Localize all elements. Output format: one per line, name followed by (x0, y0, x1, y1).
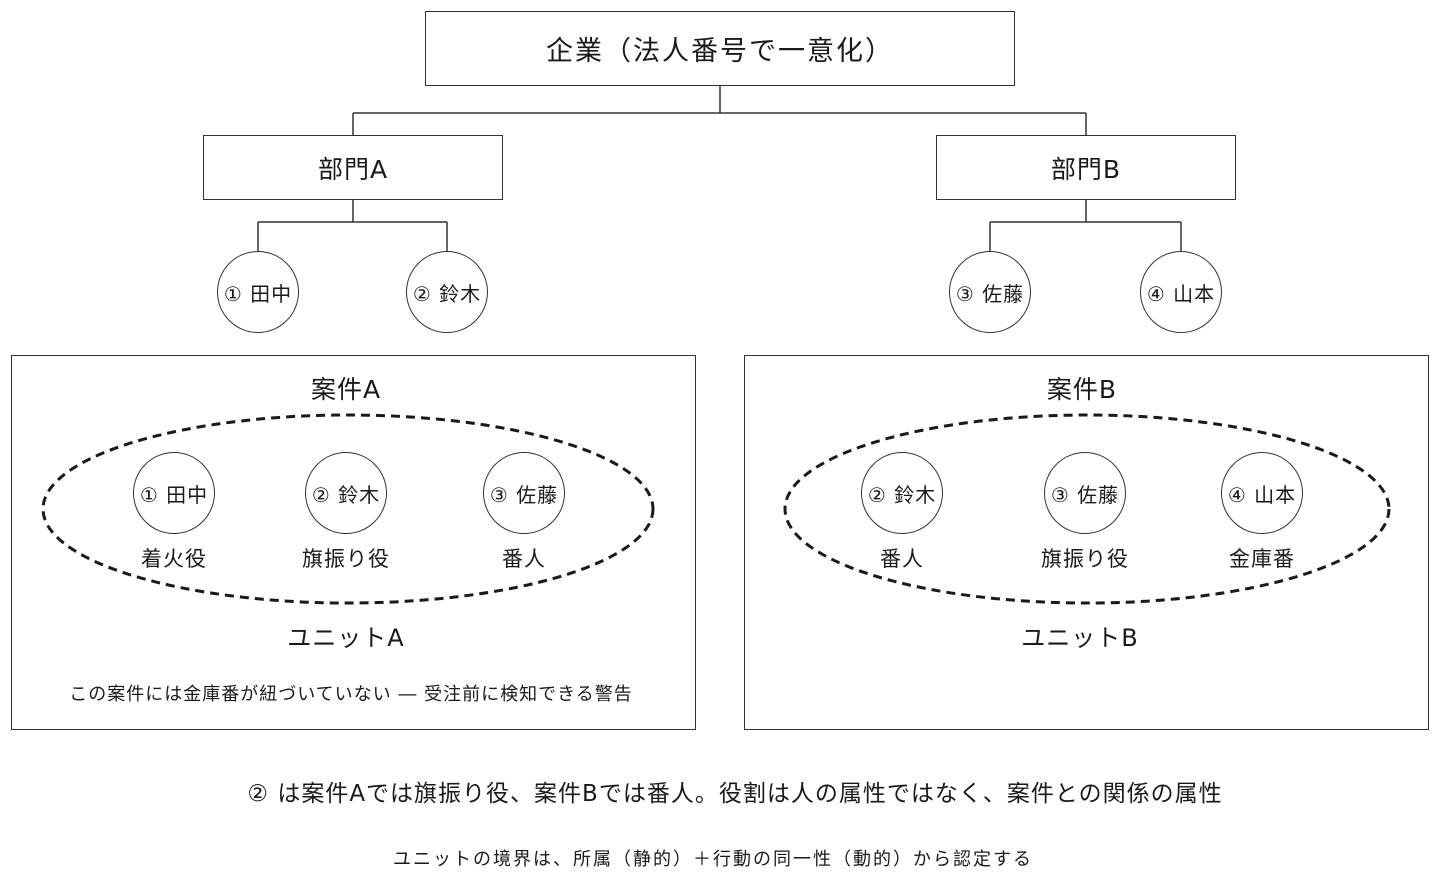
case-b-member-yamamoto: ④ 山本 (1221, 452, 1303, 534)
member-label: ① 田中 (223, 281, 293, 306)
department-a-label: 部門A (317, 154, 389, 184)
member-label: ③ 佐藤 (489, 482, 559, 507)
member-label: ① 田中 (139, 482, 209, 507)
case-b-role-suzuki: 番人 (880, 547, 924, 571)
dept-b-member-yamamoto: ④ 山本 (1140, 251, 1222, 333)
unit-a-label: ユニットA (287, 624, 405, 652)
dept-a-member-suzuki: ② 鈴木 (406, 251, 488, 333)
unit-boundary-note: ユニットの境界は、所属（静的）＋行動の同一性（動的）から認定する (393, 849, 1033, 870)
case-b-title: 案件B (1046, 375, 1118, 404)
unit-a-boundary (41, 413, 655, 605)
case-a-title: 案件A (310, 375, 382, 404)
case-a-role-sato: 番人 (502, 547, 546, 571)
org-connectors (257, 86, 1182, 251)
department-b-box: 部門B (936, 135, 1236, 200)
department-a-box: 部門A (203, 135, 503, 200)
case-a-member-suzuki: ② 鈴木 (305, 452, 387, 534)
member-label: ③ 佐藤 (955, 281, 1025, 306)
member-label: ② 鈴木 (867, 482, 937, 507)
unit-b-boundary (783, 413, 1391, 605)
role-relationship-note: ② は案件Aでは旗振り役、案件Bでは番人。役割は人の属性ではなく、案件との関係の… (247, 781, 1223, 807)
company-root-box: 企業（法人番号で一意化） (425, 11, 1015, 86)
dept-a-member-tanaka: ① 田中 (217, 251, 299, 333)
member-label: ② 鈴木 (311, 482, 381, 507)
case-a-role-tanaka: 着火役 (141, 547, 207, 571)
company-root-label: 企業（法人番号で一意化） (546, 36, 894, 67)
case-b-role-sato: 旗振り役 (1041, 547, 1129, 571)
dept-b-member-sato: ③ 佐藤 (949, 251, 1031, 333)
case-a-role-suzuki: 旗振り役 (302, 547, 390, 571)
case-a-frame (11, 355, 696, 730)
case-a-member-sato: ③ 佐藤 (483, 452, 565, 534)
case-b-frame (744, 355, 1429, 730)
case-b-member-sato: ③ 佐藤 (1044, 452, 1126, 534)
case-b-role-yamamoto: 金庫番 (1229, 547, 1295, 571)
department-b-label: 部門B (1050, 154, 1122, 184)
unit-b-label: ユニットB (1021, 624, 1139, 652)
member-label: ③ 佐藤 (1050, 482, 1120, 507)
member-label: ② 鈴木 (412, 281, 482, 306)
member-label: ④ 山本 (1146, 281, 1216, 306)
case-a-warning: この案件には金庫番が紐づいていない ― 受注前に検知できる警告 (69, 684, 633, 705)
case-a-member-tanaka: ① 田中 (133, 452, 215, 534)
case-b-member-suzuki: ② 鈴木 (861, 452, 943, 534)
member-label: ④ 山本 (1227, 482, 1297, 507)
